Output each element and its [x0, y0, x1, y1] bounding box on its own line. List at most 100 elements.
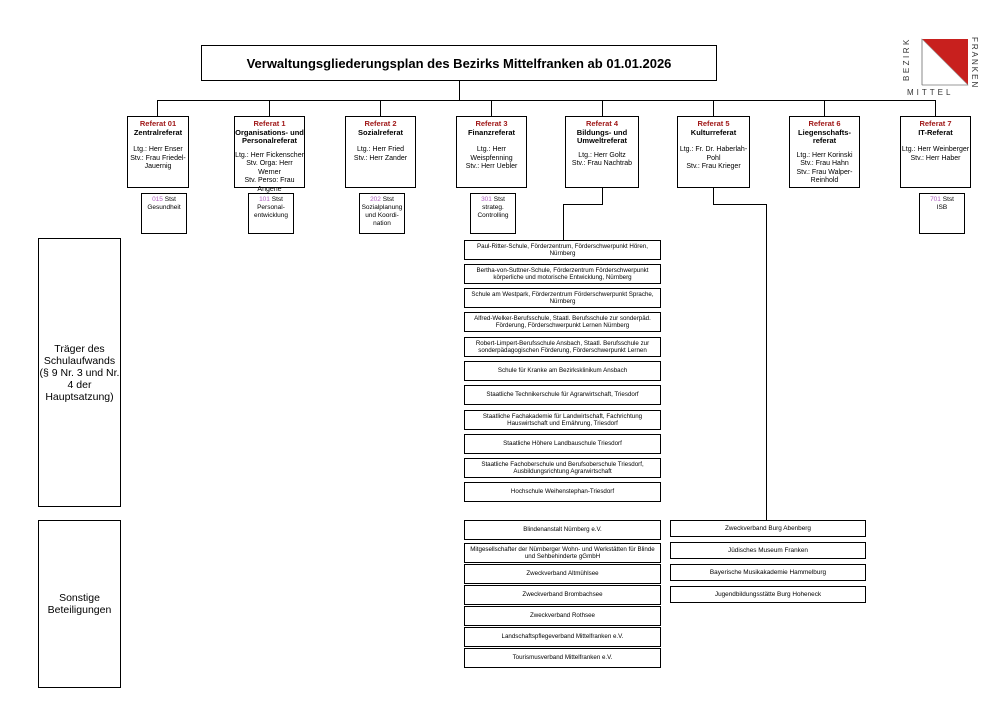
connector-ref5-down: [713, 188, 714, 204]
referat-lead: Stv.: Frau Friedel-: [130, 154, 186, 162]
referat-lead: Ltg.: Herr Enser: [133, 146, 183, 153]
school-item: Staatliche Höhere Landbauschule Triesdor…: [464, 434, 661, 454]
referat-id: Referat 2: [364, 119, 397, 128]
page-title: Verwaltungsgliederungsplan des Bezirks M…: [201, 45, 717, 81]
beteiligung-item: Jugendbildungsstätte Burg Hoheneck: [670, 586, 866, 603]
referat-7-box: Referat 7 IT-Referat Ltg.: Herr Weinberg…: [900, 116, 971, 188]
referat-01-box: Referat 01 Zentralreferat Ltg.: Herr Ens…: [127, 116, 189, 188]
stabsstelle-number: 015: [152, 196, 163, 203]
referat-lead: Ltg.: Herr Goltz: [578, 151, 626, 159]
referat-5-box: Referat 5 Kulturreferat Ltg.: Fr. Dr. Ha…: [677, 116, 750, 188]
referat-lead: Stv.: Herr Uebler: [465, 163, 518, 170]
referat-id: Referat 3: [475, 119, 508, 128]
referat-lead: Pohl: [706, 154, 721, 162]
referat-3-box: Referat 3 Finanzreferat Ltg.: Herr Weisp…: [456, 116, 527, 188]
stabsstelle-label: Stst: [493, 196, 505, 203]
referat-id: Referat 4: [585, 119, 619, 128]
referat-id: Referat 6: [808, 119, 841, 128]
referat-4-box: Referat 4 Bildungs- und Umweltreferat Lt…: [565, 116, 639, 188]
stabsstelle-label: Stst: [942, 196, 954, 203]
school-item: Staatliche Fachoberschule und Berufsober…: [464, 458, 661, 478]
stabsstelle-label: Stst: [164, 196, 176, 203]
referat-lead: Angene: [257, 185, 282, 193]
referat-lead: Weispfenning: [470, 154, 513, 162]
connector-ref5-horizontal: [713, 204, 766, 205]
connector-ref6: [824, 100, 825, 116]
connector-horizontal-bar: [157, 100, 935, 101]
referat-lead: Ltg.: Herr: [476, 146, 507, 153]
stabsstelle-text: Gesundheit: [147, 204, 181, 211]
stabsstelle-number: 701: [930, 196, 941, 203]
referat-lead: Stv.: Frau Hahn: [800, 160, 849, 167]
referat-name: Liegenschafts-referat: [798, 127, 851, 145]
referat-6-box: Referat 6 Liegenschafts-referat Ltg.: He…: [789, 116, 860, 188]
stabsstelle-number: 301: [481, 196, 492, 203]
referat-name: Finanzreferat: [467, 127, 516, 137]
stabsstelle-101: 101 Stst Personal-entwicklung: [248, 193, 294, 234]
referat-lead: Ltg.: Herr Fickenscher: [235, 151, 304, 159]
referat-name: Kulturreferat: [690, 127, 737, 137]
connector-ref7: [935, 100, 936, 116]
beteiligung-item: Zweckverband Burg Abenberg: [670, 520, 866, 537]
referat-lead: Ltg.: Herr Fried: [356, 146, 405, 153]
connector-ref4-trunk: [563, 204, 564, 240]
stabsstelle-301: 301 Stst strateg. Controlling: [470, 193, 516, 234]
connector-title-trunk: [459, 81, 460, 101]
svg-text:MITTEL: MITTEL: [907, 88, 953, 97]
connector-ref01: [157, 100, 158, 116]
beteiligung-item: Bayerische Musikakademie Hammelburg: [670, 564, 866, 581]
referat-lead: Stv.: Frau Nachtrab: [571, 160, 633, 167]
stabsstelle-number: 202: [370, 196, 381, 203]
referat-lead: Ltg.: Herr Korinski: [796, 151, 853, 159]
stabsstelle-label: Stst: [271, 196, 283, 203]
connector-ref3: [491, 100, 492, 116]
group-schulaufwand: Träger des Schulaufwands (§ 9 Nr. 3 und …: [38, 238, 121, 507]
referat-lead: Jauernig: [144, 163, 172, 170]
group-beteiligungen: Sonstige Beteiligungen: [38, 520, 121, 688]
stabsstelle-label: Stst: [382, 196, 394, 203]
referat-lead: Stv. Orga: Herr Werner: [246, 160, 293, 176]
referat-lead: Reinhold: [810, 177, 839, 184]
stabsstelle-701: 701 Stst ISB: [919, 193, 965, 234]
school-item: Bertha-von-Suttner-Schule, Förderzentrum…: [464, 264, 661, 284]
beteiligung-item: Landschaftspflegeverband Mittelfranken e…: [464, 627, 661, 647]
svg-text:FRANKEN: FRANKEN: [970, 37, 979, 89]
referat-lead: Stv.: Frau Krieger: [686, 163, 741, 170]
stabsstelle-text: Sozialplanung und Koordi-nation: [361, 204, 403, 227]
referat-name: Sozialreferat: [357, 127, 404, 137]
referat-id: Referat 5: [697, 119, 730, 128]
bezirk-mittelfranken-logo: BEZIRK MITTEL FRANKEN: [902, 37, 979, 97]
referat-lead: Stv. Perso: Frau: [244, 177, 295, 184]
connector-ref4-horizontal: [563, 204, 603, 205]
beteiligung-item: Tourismusverband Mittelfranken e.V.: [464, 648, 661, 668]
stabsstelle-number: 101: [259, 196, 270, 203]
stabsstelle-text: strateg. Controlling: [477, 204, 509, 219]
connector-ref5-trunk: [766, 204, 767, 520]
beteiligung-item: Blindenanstalt Nürnberg e.V.: [464, 520, 661, 540]
referat-1-box: Referat 1 Organisations- und Personalref…: [234, 116, 305, 193]
referat-name: Organisations- und Personalreferat: [235, 127, 304, 145]
referat-lead: Ltg.: Herr Weinberger: [901, 146, 970, 153]
stabsstelle-text: ISB: [936, 204, 948, 211]
stabsstelle-text: Personal-entwicklung: [254, 204, 288, 219]
beteiligung-item: Zweckverband Altmühlsee: [464, 564, 661, 584]
school-item: Staatliche Technikerschule für Agrarwirt…: [464, 385, 661, 405]
referat-id: Referat 1: [253, 119, 286, 128]
referat-name: Bildungs- und Umweltreferat: [576, 127, 628, 145]
beteiligung-item: Jüdisches Museum Franken: [670, 542, 866, 559]
beteiligung-item: Zweckverband Brombachsee: [464, 585, 661, 605]
school-item: Schule am Westpark, Förderzentrum Förder…: [464, 288, 661, 308]
svg-text:BEZIRK: BEZIRK: [902, 37, 911, 81]
beteiligung-item: Mitgesellschafter der Nürnberger Wohn- u…: [464, 543, 661, 563]
referat-name: Zentralreferat: [133, 127, 183, 137]
stabsstelle-015: 015 Stst Gesundheit: [141, 193, 187, 234]
school-item: Schule für Kranke am Bezirksklinikum Ans…: [464, 361, 661, 381]
school-item: Hochschule Weihenstephan-Triesdorf: [464, 482, 661, 502]
referat-lead: Stv.: Herr Zander: [353, 154, 408, 162]
stabsstelle-202: 202 Stst Sozialplanung und Koordi-nation: [359, 193, 405, 234]
referat-name: IT-Referat: [918, 127, 953, 137]
school-item: Alfred-Welker-Berufsschule, Staatl. Beru…: [464, 312, 661, 332]
connector-ref1: [269, 100, 270, 116]
beteiligung-item: Zweckverband Rothsee: [464, 606, 661, 626]
referat-lead: Stv.: Herr Haber: [910, 154, 961, 162]
